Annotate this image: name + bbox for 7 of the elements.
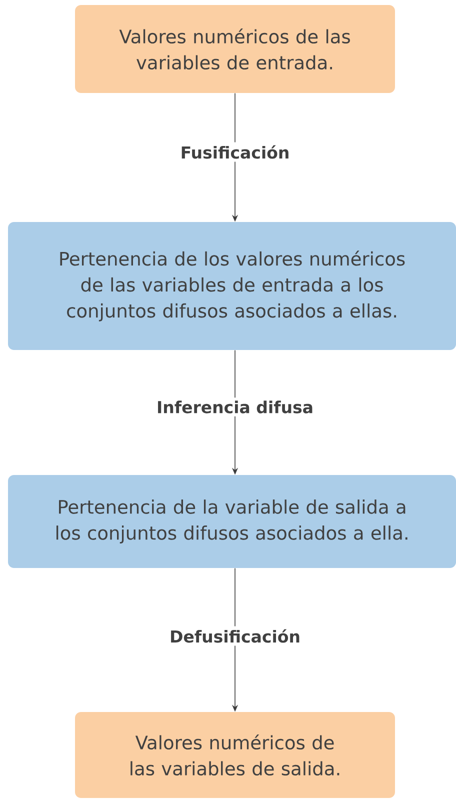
process-box: Valores numéricos de las variables de entrada. <box>75 5 395 93</box>
edge-label: Fusificación <box>182 145 288 159</box>
edge-label: Defusificación <box>171 629 300 643</box>
process-box: Pertenencia de la variable de salida a los conjuntos difusos asociados a ella. <box>8 475 456 568</box>
process-box: Pertenencia de los valores numéricos de las variables de entrada a los conjuntos difusos asociados a ellas. <box>8 222 456 350</box>
edge-label: Inferencia difusa <box>158 400 312 414</box>
process-box: Valores numéricos de las variables de salida. <box>75 712 395 798</box>
